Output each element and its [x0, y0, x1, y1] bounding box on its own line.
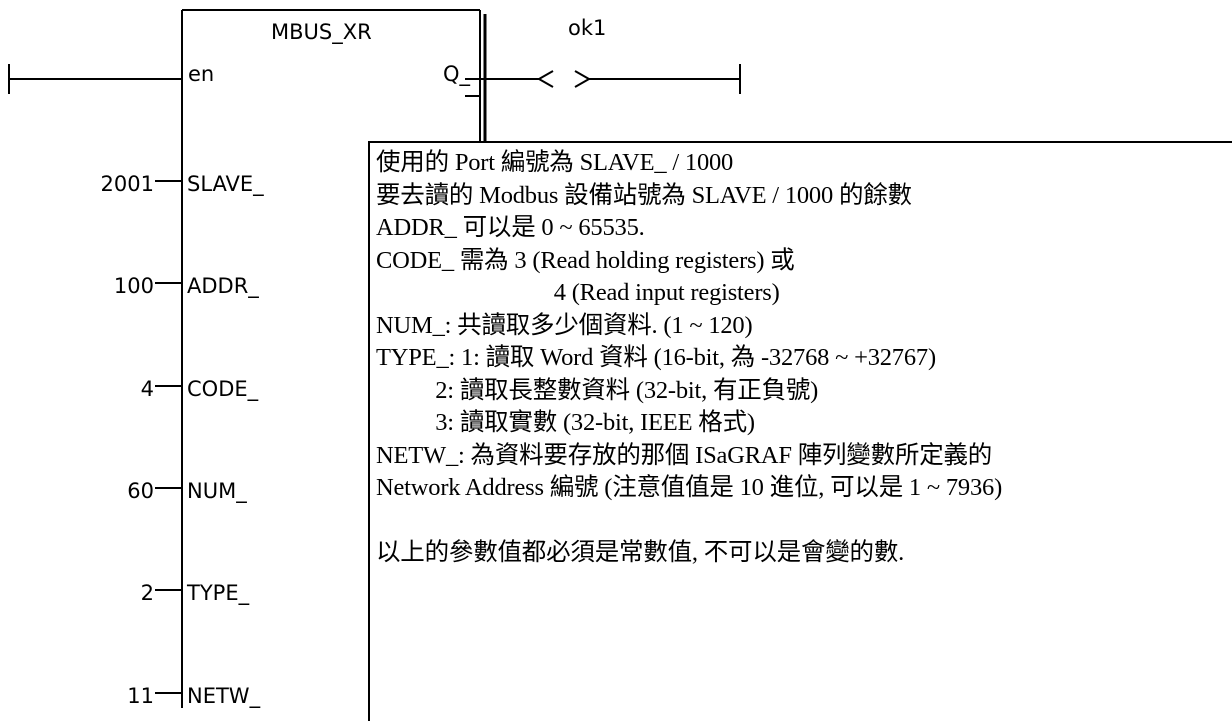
enable-pin-label: en	[188, 62, 215, 86]
note-line: ADDR_ 可以是 0 ~ 65535.	[376, 214, 645, 241]
input-pin-label: TYPE_	[187, 581, 250, 605]
coil-right-bracket	[574, 70, 592, 88]
input-value: 2	[140, 581, 154, 605]
note-line	[376, 505, 1232, 538]
input-pin-label: CODE_	[187, 377, 259, 401]
input-pin-label: NUM_	[187, 479, 247, 503]
note-line: Network Address 編號 (注意值值是 10 進位, 可以是 1 ~…	[376, 474, 1003, 501]
note-box: 使用的 Port 編號為 SLAVE_ / 1000 要去讀的 Modbus 設…	[368, 141, 1232, 721]
note-line: 3: 讀取實數 (32-bit, IEEE 格式)	[376, 409, 755, 436]
note-line: TYPE_: 1: 讀取 Word 資料 (16-bit, 為 -32768 ~…	[376, 344, 936, 371]
output-pin-label: Q_	[443, 62, 471, 86]
input-value: 100	[113, 274, 154, 298]
input-pin-label: NETW_	[187, 684, 261, 708]
input-value: 2001	[100, 172, 154, 196]
note-line: CODE_ 需為 3 (Read holding registers) 或	[376, 246, 795, 274]
input-pin-label: ADDR_	[187, 274, 259, 298]
note-line: NUM_: 共讀取多少個資料. (1 ~ 120)	[376, 311, 753, 339]
coil-left-bracket	[536, 70, 554, 88]
note-line: 4 (Read input registers)	[376, 279, 780, 306]
input-value: 11	[127, 684, 154, 708]
note-line: NETW_: 為資料要存放的那個 ISaGRAF 陣列變數所定義的	[376, 441, 993, 469]
note-line: 要去讀的 Modbus 設備站號為 SLAVE / 1000 的餘數	[376, 181, 912, 209]
input-value: 4	[140, 377, 154, 401]
input-pin-label: SLAVE_	[187, 172, 264, 196]
block-name: MBUS_XR	[271, 20, 372, 44]
note-line: 2: 讀取長整數資料 (32-bit, 有正負號)	[376, 376, 819, 404]
input-value: 60	[127, 479, 154, 503]
note-line: 以上的參數值都必須是常數值, 不可以是會變的數.	[376, 539, 905, 566]
coil-label: ok1	[568, 16, 607, 40]
note-line: 使用的 Port 編號為 SLAVE_ / 1000	[376, 149, 734, 176]
